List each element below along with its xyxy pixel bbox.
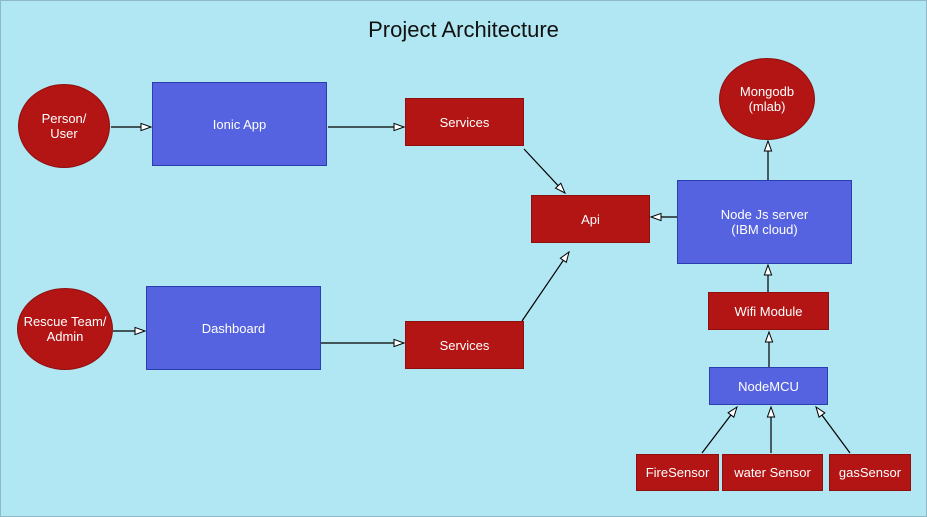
arrowhead-icon xyxy=(393,122,406,132)
edge-services-top-to-api xyxy=(523,148,567,195)
arrowhead-icon xyxy=(764,330,774,343)
mongodb-node: Mongodb (mlab) xyxy=(719,58,815,140)
edge-fire-sensor-to-nodemcu xyxy=(701,405,738,454)
edge-node-js-server-to-mongodb xyxy=(763,139,773,180)
api-node: Api xyxy=(531,195,650,243)
ionic-app-node: Ionic App xyxy=(152,82,327,166)
edge-node-js-server-to-api xyxy=(649,212,677,222)
edge-line xyxy=(521,259,565,322)
arrowhead-icon xyxy=(763,263,773,276)
arrowhead-icon xyxy=(727,405,738,418)
arrowhead-icon xyxy=(763,139,773,152)
services-top-node: Services xyxy=(405,98,524,146)
gas-sensor-node: gasSensor xyxy=(829,454,911,491)
water-sensor-node: water Sensor xyxy=(722,454,823,491)
wifi-module-node: Wifi Module xyxy=(708,292,829,330)
arrowhead-icon xyxy=(134,326,147,336)
edge-gas-sensor-to-nodemcu xyxy=(815,405,851,454)
edge-ionic-app-to-services-top xyxy=(328,122,406,132)
diagram-title: Project Architecture xyxy=(368,17,559,42)
edge-line xyxy=(701,413,733,454)
edge-rescue-team-admin-to-dashboard xyxy=(113,326,147,336)
arrowhead-icon xyxy=(815,405,826,419)
arrowhead-icon xyxy=(393,338,406,348)
fire-sensor-node: FireSensor xyxy=(636,454,719,491)
edge-dashboard-to-services-bottom xyxy=(321,338,406,348)
nodemcu-node: NodeMCU xyxy=(709,367,828,405)
arrowhead-icon xyxy=(554,182,567,195)
arrowhead-icon xyxy=(766,405,776,418)
edge-nodemcu-to-wifi-module xyxy=(764,330,774,367)
arrowhead-icon xyxy=(649,212,662,222)
edge-person-user-to-ionic-app xyxy=(111,122,153,132)
arrowhead-icon xyxy=(140,122,153,132)
edge-water-sensor-to-nodemcu xyxy=(766,405,776,453)
arrowhead-icon xyxy=(559,250,570,264)
edge-services-bottom-to-api xyxy=(521,250,570,322)
edge-wifi-module-to-node-js-server xyxy=(763,263,773,292)
edge-line xyxy=(820,413,851,454)
rescue-team-admin-node: Rescue Team/ Admin xyxy=(17,288,113,370)
dashboard-node: Dashboard xyxy=(146,286,321,370)
edge-line xyxy=(523,148,560,187)
person-user-node: Person/ User xyxy=(18,84,110,168)
node-js-server-node: Node Js server (IBM cloud) xyxy=(677,180,852,264)
services-bottom-node: Services xyxy=(405,321,524,369)
